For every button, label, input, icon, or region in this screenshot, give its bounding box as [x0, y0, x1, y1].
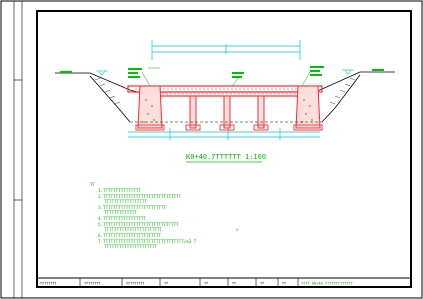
note-tail-mark: >	[236, 227, 239, 232]
footings	[135, 124, 323, 131]
title-cell: ТТ	[164, 282, 168, 286]
note-line: 1.ТТТТТТТТТТТТТТТ	[98, 188, 141, 193]
water-level-marks	[96, 69, 354, 76]
note-line: 5.ТТТТТТТТТТТТТТТТТТТТТТТТТТТТТТ	[98, 222, 179, 227]
title-cell: ТТ	[282, 282, 286, 286]
abutment-fill	[143, 99, 313, 123]
right-abutment	[295, 85, 321, 129]
title-cell: ТТТТТТТТ	[40, 282, 56, 286]
note-line: ТТТТТТТТТТТТТ	[104, 210, 137, 215]
note-line: 7.ТТТТТТТТТТТТТТТТТТТТТТТТТТТТТТТТ/m3 T	[98, 239, 197, 244]
section-title: K0+40.7ТТТТТТ 1:100	[186, 153, 266, 161]
note-line: ТТТТТТТТТТТТТТТТТТТТТТТ	[104, 227, 162, 232]
title-cell: ТТТТТТТТ	[84, 282, 100, 286]
title-cell: ТТ	[260, 282, 264, 286]
inner-frame	[36, 10, 412, 288]
elevation-annotations	[60, 66, 384, 78]
leader-lines	[141, 67, 311, 87]
piers	[189, 95, 265, 129]
binding-strip	[13, 1, 23, 298]
dimension-lines	[128, 40, 320, 140]
title-cell: ТТ	[204, 282, 208, 286]
title-cell: ТТТТТТТТТ	[126, 282, 144, 286]
drawing-title: ТТТТ K0+40.7ТТТТТТТТТТТТ	[301, 282, 354, 286]
note-line: 4.ТТТТТТТТТТТТТТТТТ	[98, 216, 146, 221]
title-block: ТТТТТТТТ ТТТТТТТТ ТТТТТТТТТ ТТ ТТ ТТ ТТ …	[36, 277, 412, 288]
left-abutment	[137, 85, 163, 129]
note-line: 3.ТТТТТТТТТТТТТТТТТТТТТТТТТ	[98, 205, 167, 210]
notes-title: ТТ	[90, 182, 96, 187]
note-line: 6.ТТТТТТТТТТТТТТТТТТТТТТТ	[98, 233, 162, 238]
notes-block: ТТ 1.ТТТТТТТТТТТТТТТ 2.ТТТТТТТТТТТТТТТТТ…	[90, 182, 239, 249]
note-line: ТТТТТТТТТТТТТТТТТТТТТ	[104, 244, 157, 249]
note-line: 2.ТТТТТТТТТТТТТТТТТТТТТТТТТТТТТТТ	[98, 194, 182, 199]
deck-rebar	[135, 88, 318, 95]
note-line: ТТТТТТТТТТТТТТТТТ	[104, 199, 147, 204]
bank-hatching	[94, 77, 356, 105]
title-cell: ТТ	[232, 282, 236, 286]
